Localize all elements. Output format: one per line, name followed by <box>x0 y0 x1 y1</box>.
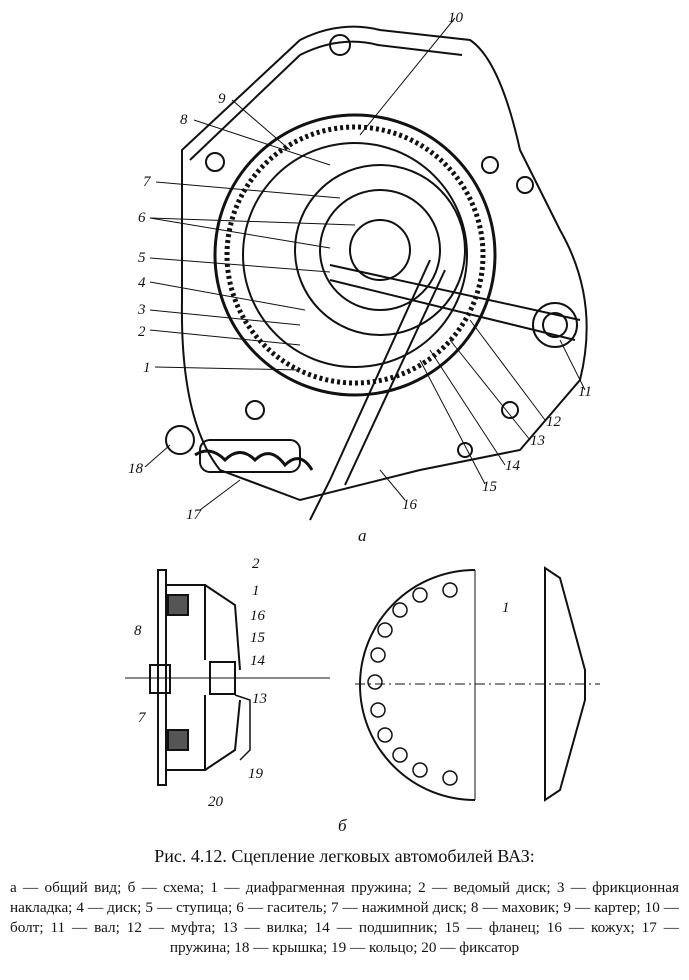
callout-2: 2 <box>138 324 146 340</box>
scheme-callout-20: 20 <box>208 794 224 810</box>
scheme-callout-8: 8 <box>134 623 142 639</box>
sublabel-a: а <box>358 526 367 545</box>
callout-6: 6 <box>138 210 146 226</box>
callout-1: 1 <box>143 360 151 376</box>
callout-13: 13 <box>530 433 545 449</box>
diaphragm-outline <box>359 569 476 801</box>
scheme-callout-1: 1 <box>252 583 260 599</box>
callout-8: 8 <box>180 112 188 128</box>
callout-15: 15 <box>482 479 498 495</box>
spring-cylinder <box>199 439 301 473</box>
callout-10: 10 <box>448 10 464 26</box>
scheme-callout-2: 2 <box>252 556 260 572</box>
callout-18: 18 <box>128 461 144 477</box>
callout-4: 4 <box>138 275 146 291</box>
clutch-scheme-drawing: 2 1 16 15 14 13 8 7 19 20 1 б <box>125 556 600 835</box>
figure-caption-title: Рис. 4.12. Сцепление легковых автомобиле… <box>154 846 535 866</box>
callout-7: 7 <box>143 174 152 190</box>
return-spring <box>194 449 314 471</box>
scheme-callout-15: 15 <box>250 630 266 646</box>
housing-outline <box>180 25 588 502</box>
sublabel-b: б <box>338 816 347 835</box>
scheme-callout-19: 19 <box>248 766 264 782</box>
callout-16: 16 <box>402 497 418 513</box>
diaphragm-profile <box>544 566 586 802</box>
callout-14: 14 <box>505 458 521 474</box>
callout-11: 11 <box>578 384 592 400</box>
flywheel-ring <box>213 113 497 397</box>
fork-lever <box>309 259 446 521</box>
diaphragm-fingers <box>367 582 458 786</box>
scheme-callout-14: 14 <box>250 653 266 669</box>
callout-12: 12 <box>546 414 562 430</box>
scheme-callout-13: 13 <box>252 691 267 707</box>
callout-3: 3 <box>137 302 146 318</box>
clutch-cover <box>294 164 466 336</box>
clutch-general-view-drawing: 1 2 3 4 5 6 7 8 9 10 11 12 13 14 15 16 1… <box>128 10 592 545</box>
scheme-callout-16: 16 <box>250 608 266 624</box>
callout-9: 9 <box>218 91 226 107</box>
scheme-callout-7: 7 <box>138 710 147 726</box>
callout-17: 17 <box>186 507 203 523</box>
scheme-callout-right-1: 1 <box>502 600 510 616</box>
callout-5: 5 <box>138 250 146 266</box>
figure-caption-legend: а — общий вид; б — схема; 1 — диафрагмен… <box>10 879 679 956</box>
